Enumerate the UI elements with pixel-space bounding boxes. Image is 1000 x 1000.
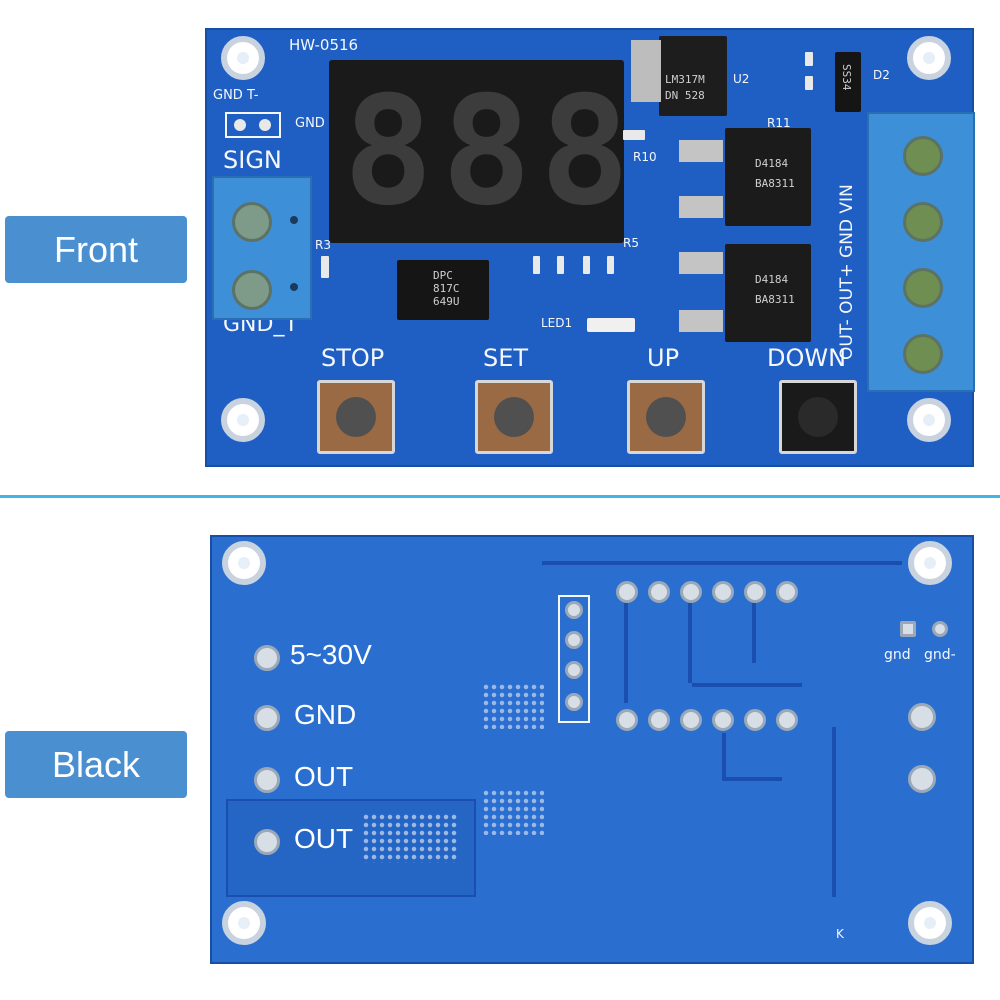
section-divider <box>0 495 1000 498</box>
solder-pad <box>254 829 280 855</box>
signal-terminal-block <box>212 176 312 320</box>
front-label: Front <box>5 216 187 283</box>
vin-pin-label: 5~30V <box>290 639 372 670</box>
gnd-label: gnd <box>884 647 911 663</box>
screw-icon <box>232 270 272 310</box>
diode: SS34 <box>835 52 861 112</box>
via-grid <box>482 683 544 729</box>
led-indicator <box>587 318 635 332</box>
stop-label: STOP <box>321 344 385 372</box>
mounting-hole <box>908 901 952 945</box>
mosfet: D4184 BA8311 <box>725 244 811 342</box>
back-label: Black <box>5 731 187 798</box>
screw-icon <box>232 202 272 242</box>
screw-icon <box>903 136 943 176</box>
r11-label: R11 <box>767 116 791 130</box>
resistor <box>623 130 645 140</box>
led-label: LED1 <box>541 316 573 330</box>
resistor <box>533 256 540 274</box>
set-label: SET <box>483 344 529 372</box>
mounting-hole <box>907 398 951 442</box>
gnd-pin-label: GND <box>294 699 357 730</box>
via-grid <box>362 813 458 863</box>
front-board: HW-0516 GND T- GND SIGN GND_T 888 LM317M… <box>205 28 975 467</box>
mounting-hole <box>221 36 265 80</box>
voltage-regulator: LM317M DN 528 <box>659 36 727 116</box>
r3-label: R3 <box>315 238 331 252</box>
resistor <box>607 256 614 274</box>
programming-header <box>558 595 590 723</box>
d2-label: D2 <box>873 68 890 82</box>
via-grid <box>482 789 544 835</box>
back-board: 5~30V GND OUT OUT gnd gnd- K <box>210 535 974 964</box>
mounting-hole <box>221 398 265 442</box>
up-button[interactable] <box>627 380 705 454</box>
r10-label: R10 <box>633 150 657 164</box>
power-terminal-block <box>867 112 975 392</box>
screw-icon <box>903 202 943 242</box>
down-button[interactable] <box>779 380 857 454</box>
set-button[interactable] <box>475 380 553 454</box>
header-left-label: GND T- <box>213 88 259 103</box>
resistor <box>583 256 590 274</box>
model-label: HW-0516 <box>289 36 359 54</box>
solder-pad <box>254 705 280 731</box>
gnd-header <box>225 112 281 138</box>
mounting-hole <box>222 541 266 585</box>
header-right-label: GND <box>295 116 325 131</box>
mounting-hole <box>907 36 951 80</box>
out-pin-label: OUT <box>294 761 354 792</box>
down-label: DOWN <box>767 344 847 372</box>
solder-pad <box>254 767 280 793</box>
display-digits: 888 <box>343 65 638 239</box>
optocoupler: DPC 817C 649U <box>397 260 489 320</box>
r5-label: R5 <box>623 236 639 250</box>
seven-segment-display: 888 <box>329 60 630 243</box>
resistor <box>557 256 564 274</box>
mounting-hole <box>908 541 952 585</box>
corner-mark: K <box>836 927 844 941</box>
up-label: UP <box>647 344 680 372</box>
screw-icon <box>903 334 943 374</box>
mosfet: D4184 BA8311 <box>725 128 811 226</box>
gnd-minus-label: gnd- <box>924 647 956 663</box>
regulator-tab <box>631 40 661 102</box>
screw-icon <box>903 268 943 308</box>
stop-button[interactable] <box>317 380 395 454</box>
out2-pin-label: OUT <box>294 823 354 854</box>
sign-label: SIGN <box>223 146 282 174</box>
resistor <box>805 76 813 90</box>
u2-label: U2 <box>733 72 750 86</box>
resistor <box>321 256 329 278</box>
output-terminal-labels: OUT- OUT+ GND VIN <box>837 184 857 360</box>
mounting-hole <box>222 901 266 945</box>
solder-pad <box>254 645 280 671</box>
resistor <box>805 52 813 66</box>
